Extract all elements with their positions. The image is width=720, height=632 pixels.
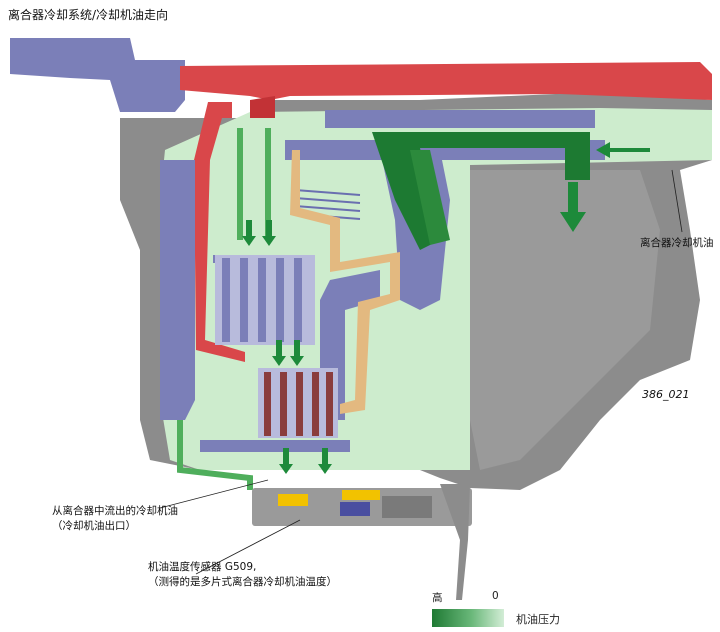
legend-zero-label: 0 bbox=[492, 590, 499, 602]
legend-name: 机油压力 bbox=[516, 613, 560, 626]
label-sensor-line1: 机油温度传感器 G509, bbox=[148, 561, 257, 573]
flow-arrows bbox=[242, 142, 650, 474]
red-housing-top bbox=[180, 62, 712, 118]
upper-clutch-pack bbox=[215, 255, 315, 345]
label-outflow-line2: （冷却机油出口） bbox=[52, 520, 136, 532]
label-outflow-line1: 从离合器中流出的冷却机油 bbox=[52, 505, 178, 517]
label-sensor-line2: （测得的是多片式离合器冷却机油温度） bbox=[148, 576, 337, 588]
pressure-oil-channel bbox=[372, 132, 590, 250]
label-clutch-cooling-oil: 离合器冷却机油 bbox=[640, 237, 714, 249]
red-oil-channel bbox=[194, 102, 245, 362]
oil-temperature-sensor-g509 bbox=[252, 484, 472, 600]
tan-oil-channel bbox=[290, 150, 400, 414]
oil-pressure-gradient bbox=[432, 609, 504, 627]
legend-high-label: 高 bbox=[432, 592, 443, 604]
figure-id: 386_021 bbox=[642, 388, 690, 401]
lower-clutch-pack bbox=[258, 368, 338, 438]
page-title: 离合器冷却系统/冷却机油走向 bbox=[8, 8, 169, 22]
leader-lines bbox=[159, 169, 683, 575]
return-spring bbox=[294, 189, 361, 220]
